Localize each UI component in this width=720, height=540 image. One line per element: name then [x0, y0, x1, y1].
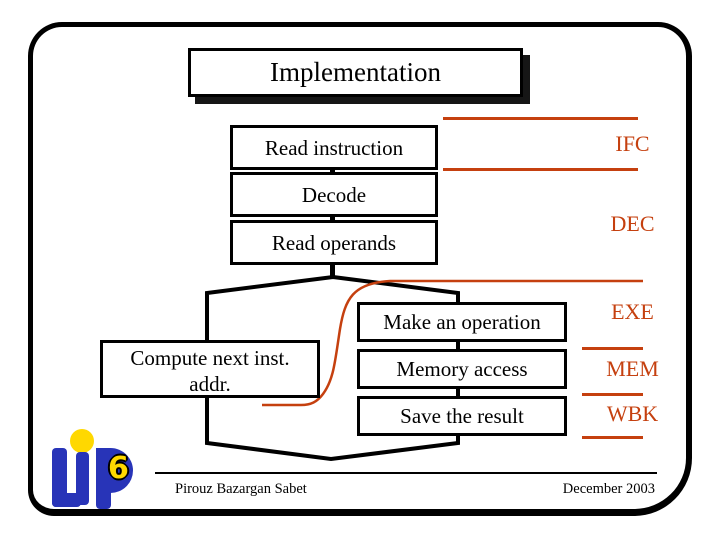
stage-label-mem: MEM — [606, 356, 659, 381]
stage-box-read-instruction: Read instruction — [230, 125, 438, 170]
stage-label-wbk: WBK — [606, 401, 659, 426]
stage-label-ifc: IFC — [615, 131, 650, 156]
logo-digit-six: 6 — [108, 451, 129, 486]
stage-box-read-operands: Read operands — [230, 220, 438, 265]
stage-separator-line — [582, 347, 643, 350]
stage-label-dec: DEC — [610, 211, 655, 236]
slide-frame — [28, 22, 692, 516]
logo-letter-p-icon — [96, 448, 111, 509]
footer-date: December 2003 — [562, 481, 655, 497]
stage-box-save-result: Save the result — [357, 396, 567, 436]
cycle-hexagon-shape — [205, 274, 460, 462]
connector-tick — [330, 261, 335, 279]
stage-separator-line — [443, 117, 638, 120]
stage-box-compute-line2: addr. — [189, 372, 231, 396]
logo-letter-i-icon — [76, 452, 89, 505]
stage-separator-line — [582, 436, 643, 439]
stage-separator-line — [443, 168, 638, 171]
footer-divider — [155, 472, 657, 474]
stage-box-make-operation: Make an operation — [357, 302, 567, 342]
page-title: Implementation — [188, 48, 523, 97]
stage-box-decode: Decode — [230, 172, 438, 217]
stage-box-memory-access: Memory access — [357, 349, 567, 389]
footer-author: Pirouz Bazargan Sabet — [175, 481, 307, 497]
lip6-logo: 6 — [40, 425, 140, 515]
logo-letter-l-icon — [52, 448, 67, 507]
logo-letter-l-icon — [52, 493, 81, 507]
connector-tick — [330, 166, 335, 176]
stage-box-compute-line1: Compute next inst. — [130, 346, 290, 370]
stage-box-compute-next-addr: Compute next inst. addr. — [100, 340, 320, 398]
connector-tick — [330, 213, 335, 224]
stage-label-exe: EXE — [611, 299, 654, 324]
stage-separator-line — [582, 393, 643, 396]
logo-i-dot-icon — [70, 429, 94, 453]
pipeline-split-curve — [262, 279, 643, 407]
